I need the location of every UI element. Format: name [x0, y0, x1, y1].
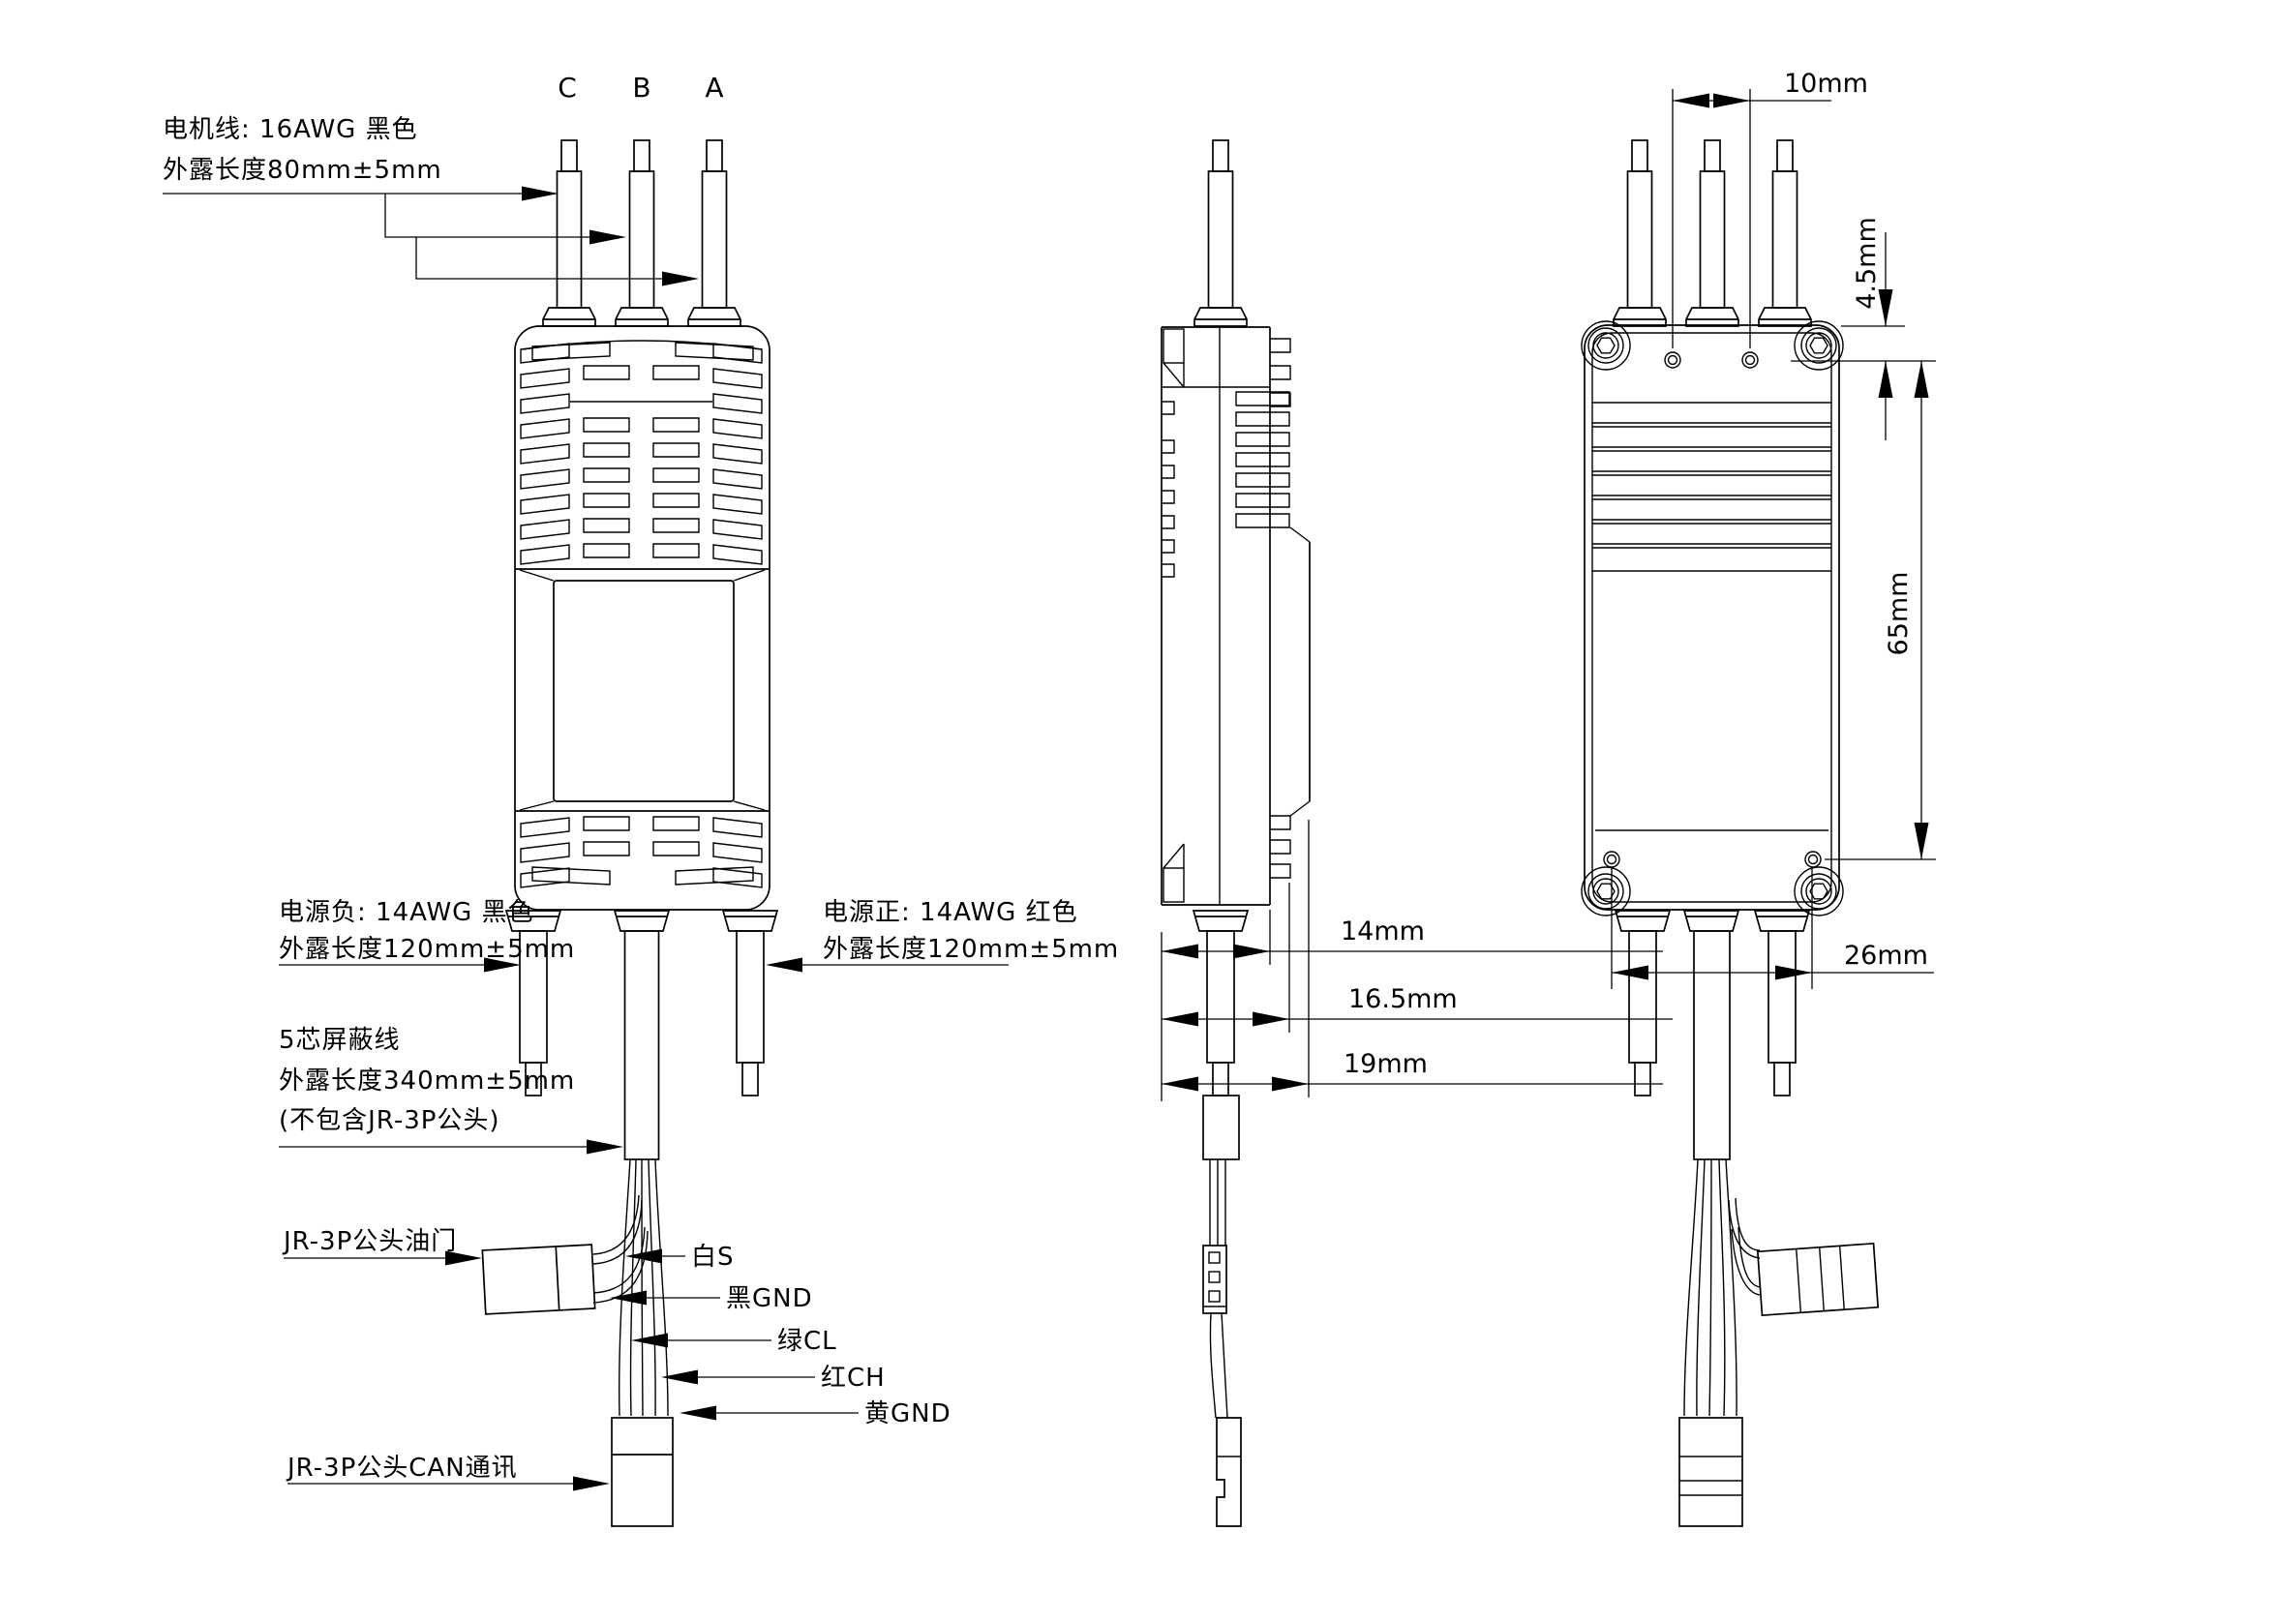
- throttle-wires-back: [1728, 1197, 1761, 1296]
- esc-body-side: [1161, 326, 1311, 906]
- heatsink-slots-center: [531, 342, 754, 886]
- phase-label-c: C: [558, 72, 577, 104]
- esc-body-back: [1581, 320, 1844, 916]
- power-negative-line1: 电源负: 14AWG 黑色: [279, 898, 534, 927]
- shielded-cable-front: [623, 930, 660, 1160]
- mounting-hole: [1741, 351, 1759, 369]
- throttle-connector-front: [481, 1244, 596, 1315]
- leader-arrow-power-positive: [766, 957, 802, 973]
- power-negative-line2: 外露长度120mm±5mm: [279, 935, 575, 964]
- dim-19mm: 19mm: [1344, 1049, 1428, 1079]
- label-white-s: 白S: [691, 1243, 735, 1272]
- shielded-cable-side: [1202, 1095, 1240, 1160]
- throttle-connector-side: [1202, 1245, 1227, 1314]
- label-green-cl: 绿CL: [777, 1327, 837, 1356]
- corner-screw: [1794, 320, 1844, 371]
- back-dimensions: 10mm 4.5mm 65mm 26mm: [1611, 69, 1936, 989]
- bottom-wires-front: [505, 910, 778, 1417]
- shielded-cable-line2: 外露长度340mm±5mm: [279, 1066, 575, 1096]
- power-negative-note: 电源负: 14AWG 黑色 外露长度120mm±5mm: [279, 898, 575, 973]
- side-dimensions: 14mm 16.5mm 19mm: [1161, 820, 1673, 1101]
- can-connector-label: JR-3P公头CAN通讯: [286, 1454, 518, 1483]
- front-view: C B A: [163, 72, 1119, 1527]
- leader-arrow-throttle: [445, 1250, 482, 1266]
- heatsink-slots-right: [712, 343, 763, 888]
- power-positive-line2: 外露长度120mm±5mm: [823, 935, 1119, 964]
- label-black-gnd: 黑GND: [726, 1284, 813, 1313]
- motor-wire-note-line2: 外露长度80mm±5mm: [163, 156, 442, 185]
- shielded-cable-line3: (不包含JR-3P公头): [279, 1106, 500, 1135]
- mounting-hole: [1664, 351, 1681, 369]
- corner-screw: [1581, 320, 1631, 371]
- leader-arrow-b: [589, 229, 626, 245]
- leader-arrow-c: [522, 186, 559, 201]
- signal-wires-front: [618, 1158, 669, 1417]
- motor-wire-note-line1: 电机线: 16AWG 黑色: [163, 115, 418, 144]
- leader-arrow-shielded-cable: [587, 1139, 623, 1155]
- phase-label-a: A: [705, 72, 723, 104]
- shielded-cable-back: [1693, 930, 1731, 1160]
- can-connector-note: JR-3P公头CAN通讯: [286, 1454, 610, 1491]
- dim-16-5mm: 16.5mm: [1348, 984, 1458, 1014]
- can-connector-front: [611, 1417, 674, 1527]
- motor-wire-note: 电机线: 16AWG 黑色 外露长度80mm±5mm: [163, 115, 699, 286]
- shielded-cable-line1: 5芯屏蔽线: [279, 1026, 401, 1055]
- throttle-connector-note: JR-3P公头油门: [282, 1227, 482, 1266]
- signal-wires-back: [1683, 1158, 1737, 1417]
- signal-wire-labels: 白S 黑GND 绿CL 红CH 黄GND: [610, 1243, 952, 1428]
- dim-14mm: 14mm: [1341, 916, 1425, 946]
- power-positive-note: 电源正: 14AWG 红色 外露长度120mm±5mm: [766, 898, 1119, 973]
- throttle-connector-label: JR-3P公头油门: [282, 1227, 457, 1256]
- shielded-cable-note: 5芯屏蔽线 外露长度340mm±5mm (不包含JR-3P公头): [279, 1026, 623, 1155]
- phase-label-b: B: [632, 72, 650, 104]
- leader-arrow-a: [662, 271, 699, 286]
- corner-screw: [1794, 866, 1844, 916]
- heatsink-slots-left: [520, 343, 570, 888]
- mounting-hole: [1804, 851, 1822, 868]
- label-yellow-gnd: 黄GND: [864, 1399, 952, 1428]
- throttle-connector-back: [1756, 1242, 1880, 1317]
- power-positive-line1: 电源正: 14AWG 红色: [823, 898, 1078, 927]
- dim-10mm: 10mm: [1784, 69, 1868, 99]
- dim-26mm: 26mm: [1844, 941, 1928, 971]
- bottom-wires-back: [1615, 910, 1810, 1417]
- motor-wires-back: [1613, 139, 1812, 327]
- dim-65mm: 65mm: [1884, 572, 1914, 656]
- mounting-hole: [1603, 851, 1620, 868]
- corner-screw: [1581, 866, 1631, 916]
- leader-arrow-can: [573, 1476, 610, 1491]
- label-red-ch: 红CH: [821, 1364, 886, 1393]
- throttle-wires-front: [592, 1194, 649, 1304]
- can-connector-side: [1216, 1417, 1242, 1527]
- dim-4-5mm: 4.5mm: [1852, 217, 1882, 310]
- esc-body-front: [514, 325, 770, 911]
- motor-wires-front: [542, 139, 741, 327]
- back-view: 10mm 4.5mm 65mm 26mm: [1581, 69, 1936, 1527]
- can-connector-back: [1678, 1417, 1743, 1527]
- side-view: 14mm 16.5mm 19mm: [1161, 139, 1673, 1527]
